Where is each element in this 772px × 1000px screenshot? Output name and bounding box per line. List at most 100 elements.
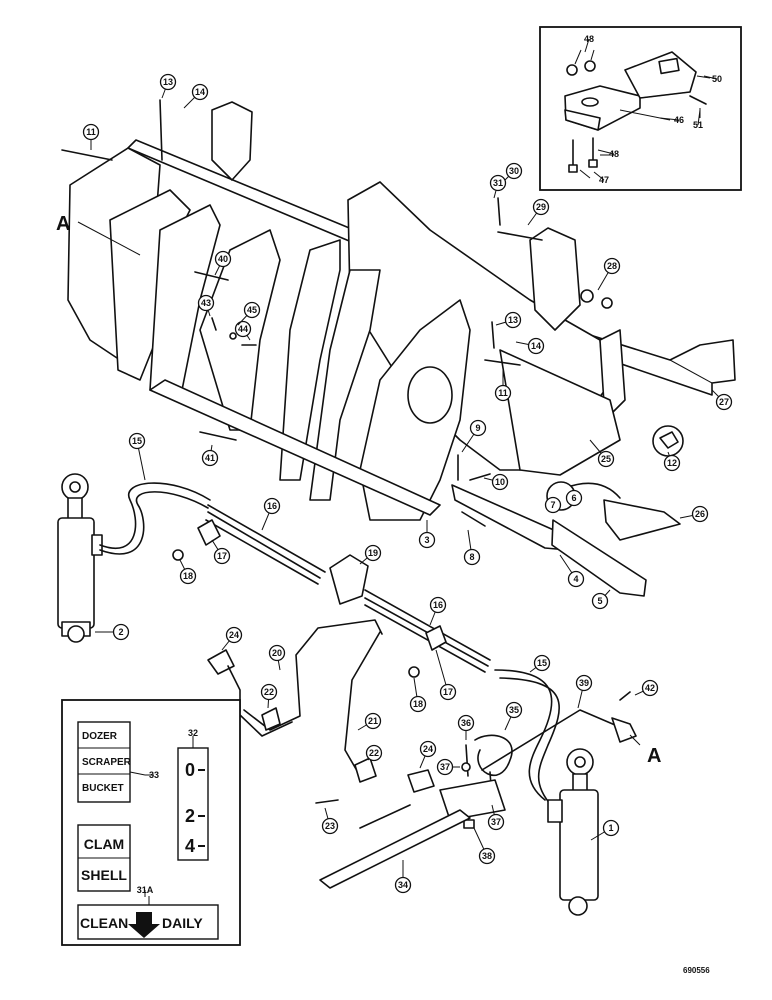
callout-circle [82,123,100,141]
callout-label: 3 [424,535,429,545]
callout-circle [112,623,130,641]
callout-label: 10 [495,477,505,487]
callout-circle [504,311,522,329]
callout-circle [364,544,382,562]
callout-circle [409,695,427,713]
callout-label: 13 [508,315,518,325]
callout-label: 26 [695,509,705,519]
callout-label: 23 [325,821,335,831]
callout-circle [260,683,278,701]
mode-clam: CLAM [84,836,124,852]
callout-circle [505,701,523,719]
callout-label: 46 [674,115,684,125]
callout-label: 4 [573,574,578,584]
callout-label: 16 [433,600,443,610]
callout-c8: 8 [463,529,481,566]
callout-circle [567,570,585,588]
callout-c32: 32 [188,728,198,738]
callout-c13b: 13 [495,311,522,329]
callout-label: 28 [607,261,617,271]
callout-label: 11 [498,388,508,398]
callout-c31A: 31A [137,885,154,897]
callout-circle [159,73,177,91]
callout-circle [457,714,475,732]
callout-label: 36 [461,718,471,728]
callout-label: 38 [482,851,492,861]
callout-circle [436,758,454,776]
callout-label: 31A [137,885,154,895]
callout-c19: 19 [359,544,382,565]
callout-c51: 51 [693,109,703,130]
callout-label: 5 [597,596,602,606]
daily-label: DAILY [162,915,203,931]
callout-label: 6 [571,493,576,503]
callout-circle [489,174,507,192]
hydraulic-system [57,473,637,916]
callout-label: 34 [398,880,408,890]
callout-label: 30 [509,166,519,176]
callout-c50: 50 [703,74,722,84]
callout-c39: 39 [575,674,593,709]
callout-c24b: 24 [419,740,437,769]
callout-label: 37 [491,817,501,827]
callout-circle [491,473,509,491]
callout-label: 31 [493,178,503,188]
callout-c41: 41 [201,444,219,467]
callout-c6: 6 [565,489,583,507]
callout-leader [703,75,718,80]
bucket-frame-assembly [61,99,736,527]
callout-label: 18 [413,699,423,709]
callout-label: 19 [368,548,378,558]
callout-label: 8 [469,552,474,562]
callout-circle [364,712,382,730]
callout-label: 47 [599,175,609,185]
callout-label: 48 [609,149,619,159]
callout-circle [268,644,286,662]
callout-c24a: 24 [221,626,243,651]
callout-circle [365,744,383,762]
view-marker-a-right: A [647,745,661,767]
figure-number: 690556 [683,966,710,975]
view-marker-a-left: A [56,213,70,235]
callout-c14a: 14 [183,83,209,109]
callout-c36: 36 [457,714,475,740]
callout-circle [418,531,436,549]
callout-label: 7 [550,500,555,510]
callout-c48b: 48 [597,149,619,159]
callout-leader [584,38,590,53]
callout-leader [593,171,605,181]
mode-dozer: DOZER [82,731,118,742]
clamshell-decal: CLAM SHELL [77,824,131,892]
callout-c18b: 18 [409,677,427,713]
callout-c34: 34 [394,860,412,894]
callout-label: 50 [712,74,722,84]
callout-c23: 23 [321,807,339,835]
callout-c46: 46 [659,115,684,125]
callout-label: 43 [201,298,211,308]
gauge-decal: 0 2 4 [177,747,209,861]
callout-c13a: 13 [159,73,177,99]
callout-c15b: 15 [529,654,551,673]
callout-circle [128,432,146,450]
callout-c33: 33 [145,770,159,780]
callout-circle [197,294,215,312]
callout-c10: 10 [483,473,509,491]
callout-leader [659,117,680,121]
callout-circle [591,592,609,610]
callout-c37a: 37 [436,758,460,776]
callout-label: 37 [440,762,450,772]
callout-circle [565,489,583,507]
clean-label: CLEAN [80,915,128,931]
callout-circle [263,497,281,515]
callout-label: 15 [537,658,547,668]
callout-circle [394,876,412,894]
callout-label: 9 [475,423,480,433]
callout-circle [243,301,261,319]
callout-label: 17 [217,551,227,561]
callout-label: 41 [205,453,215,463]
callout-c45: 45 [237,301,261,326]
callout-label: 25 [601,454,611,464]
callout-c27: 27 [711,389,733,411]
mode-decal: DOZER SCRAPER BUCKET [77,721,132,803]
